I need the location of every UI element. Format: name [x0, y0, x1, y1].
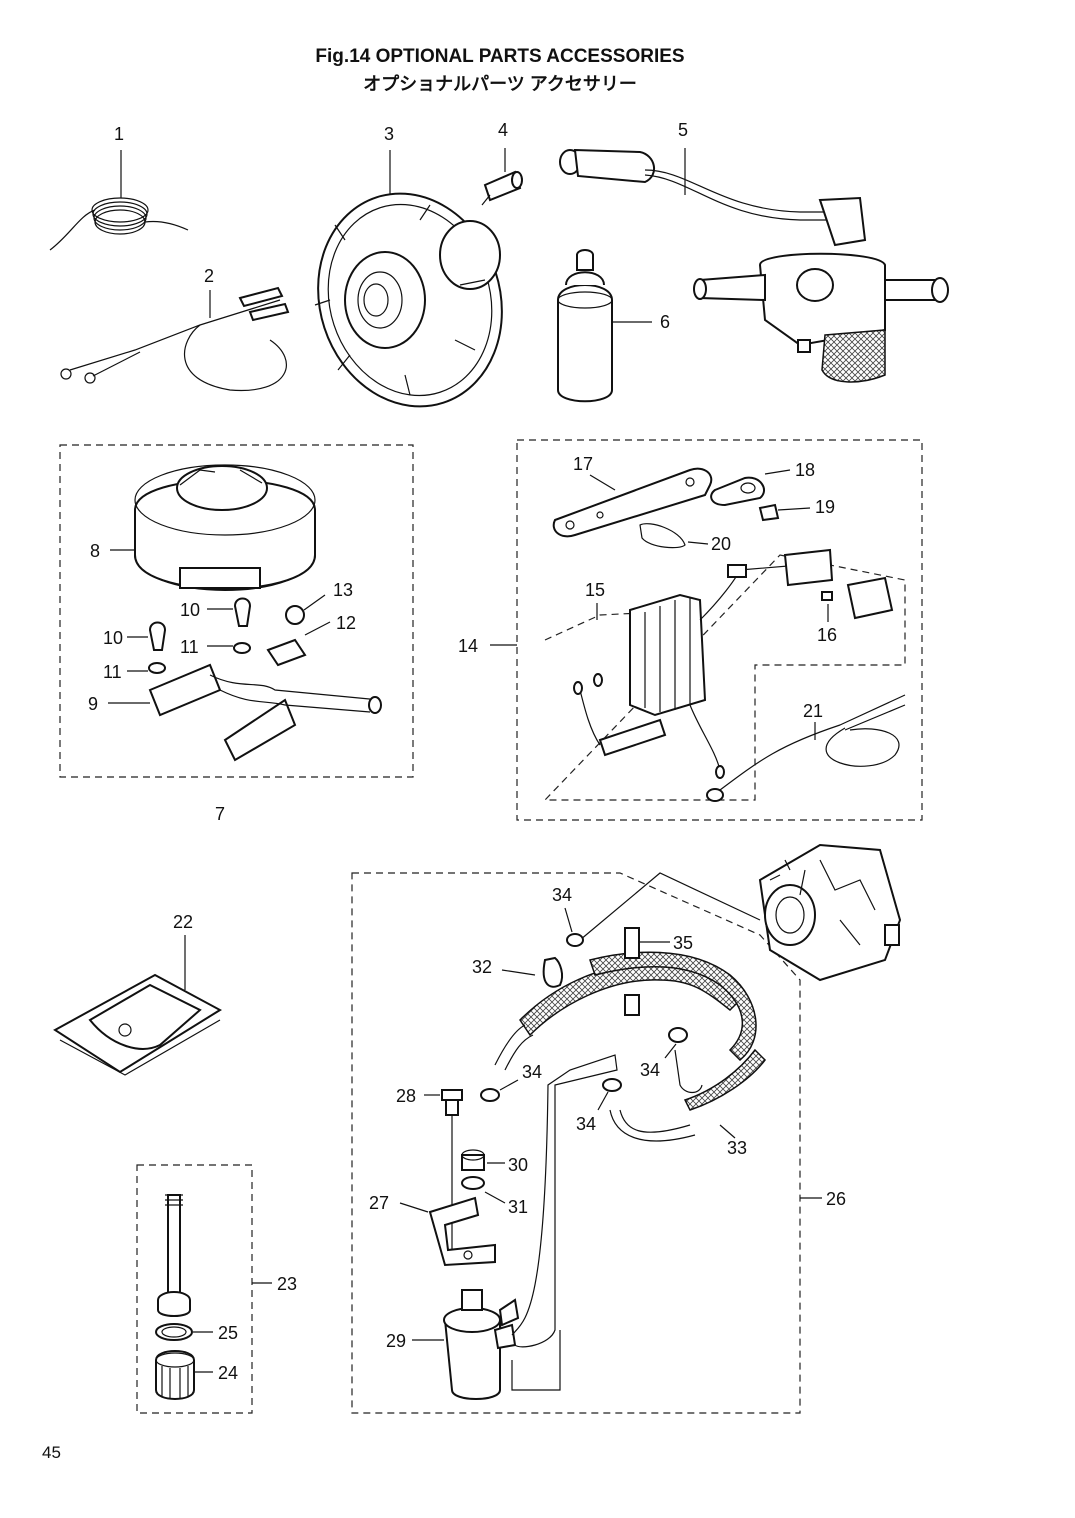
figure-title: Fig.14 OPTIONAL PARTS ACCESSORIES [315, 46, 685, 67]
group-7-border [59, 444, 414, 778]
callout-32: 32 [472, 957, 492, 977]
part-13-bulb [285, 594, 326, 625]
callout-10a: 10 [180, 600, 200, 620]
part-12-pad [266, 621, 331, 667]
callout-21: 21 [803, 701, 823, 721]
part-8-flywheel [110, 464, 316, 591]
part-9-ignition-coil [108, 663, 382, 762]
part-22-tool-bag [53, 935, 222, 1076]
page-number: 45 [42, 1443, 61, 1462]
callout-19: 19 [815, 497, 835, 517]
callout-30: 30 [508, 1155, 528, 1175]
part-6-oil-can [557, 249, 652, 403]
callout-22: 22 [173, 912, 193, 932]
group-23-border [136, 1164, 253, 1414]
callout-7: 7 [215, 804, 225, 824]
callout-17: 17 [573, 454, 593, 474]
callout-3: 3 [384, 124, 394, 144]
callout-34b: 34 [522, 1062, 542, 1082]
callout-2: 2 [204, 266, 214, 286]
group-14-border [516, 439, 923, 821]
callout-20: 20 [711, 534, 731, 554]
callout-10b: 10 [103, 628, 123, 648]
callout-16: 16 [817, 625, 837, 645]
leader-to-carburetor [579, 872, 761, 941]
callout-31: 31 [508, 1197, 528, 1217]
callout-13: 13 [333, 580, 353, 600]
callout-18: 18 [795, 460, 815, 480]
callout-15: 15 [585, 580, 605, 600]
callout-11b: 11 [103, 662, 122, 682]
part-10-screws [127, 597, 252, 651]
part-20-clip [639, 523, 709, 549]
callout-11a: 11 [180, 637, 199, 657]
part-28-bolt [424, 1089, 463, 1255]
callout-28: 28 [396, 1086, 416, 1106]
carburetor [758, 843, 902, 982]
callout-5: 5 [678, 120, 688, 140]
callout-24: 24 [218, 1363, 238, 1383]
callout-26: 26 [826, 1189, 846, 1209]
callout-33: 33 [727, 1138, 747, 1158]
callout-34a: 34 [552, 885, 572, 905]
callout-1: 1 [114, 124, 124, 144]
part-25-ring [155, 1323, 213, 1341]
callout-8: 8 [90, 541, 100, 561]
part-1-coil-wire [49, 150, 189, 251]
leader-33 [719, 1124, 736, 1139]
part-29-fuel-filter [412, 1054, 618, 1400]
leader-32 [501, 969, 536, 976]
callout-23: 23 [277, 1274, 297, 1294]
callout-6: 6 [660, 312, 670, 332]
part-24-cap [155, 1350, 213, 1400]
part-34-clamps [480, 907, 688, 1111]
callout-14: 14 [458, 636, 478, 656]
part-30-nut [461, 1149, 505, 1171]
callout-29: 29 [386, 1331, 406, 1351]
part-19-bolt [758, 503, 811, 522]
part-15-regulator [573, 548, 834, 779]
callout-12: 12 [336, 613, 356, 633]
part-17-bracket [552, 467, 713, 538]
part-16-connector [821, 576, 894, 622]
callout-34c: 34 [640, 1060, 660, 1080]
fuel-hoses [494, 951, 766, 1142]
figure-subtitle: オプショナルパーツ アクセサリー [363, 74, 637, 94]
part-35-bracket [624, 927, 670, 1016]
callout-27: 27 [369, 1193, 389, 1213]
group-26-border [351, 872, 801, 1414]
part-11-washers [127, 642, 251, 674]
callout-4: 4 [498, 120, 508, 140]
callout-25: 25 [218, 1323, 238, 1343]
part-4-stud [481, 148, 523, 206]
part-18-clamp [710, 469, 791, 507]
group-15-border [543, 554, 906, 801]
part-31-washer [461, 1176, 506, 1204]
part-21-harness [706, 694, 906, 802]
part-3-starter-pulley [314, 150, 503, 408]
callout-34d: 34 [576, 1114, 596, 1134]
part-23-valve [157, 1194, 272, 1317]
part-27-bracket [399, 1196, 496, 1267]
part-2-lead-wire [60, 286, 290, 392]
callout-35: 35 [673, 933, 693, 953]
callout-9: 9 [88, 694, 98, 714]
part-5-throttle-grip [559, 148, 949, 383]
